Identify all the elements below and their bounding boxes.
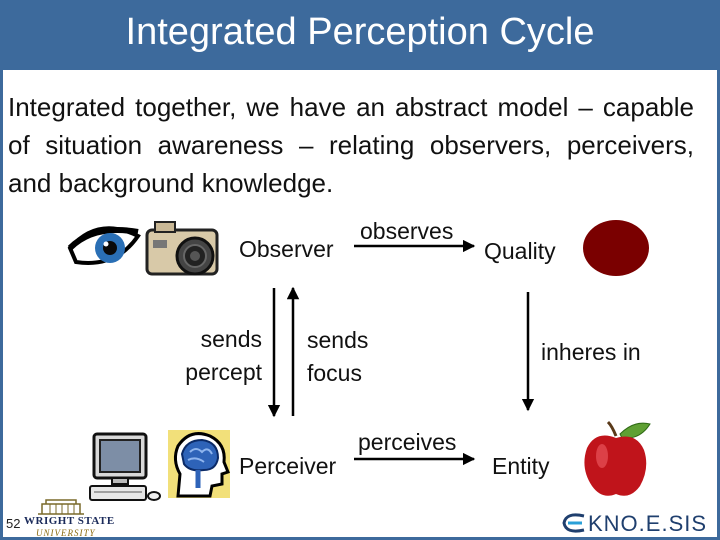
edge-sends-percept-line1: sends [200,326,262,352]
university-building-icon [38,499,84,515]
body-paragraph: Integrated together, we have an abstract… [8,92,694,198]
knoesis-logo-text: KNO.E.SIS [588,511,708,536]
eye-icon [67,226,141,265]
node-observer: Observer [239,236,334,262]
university-name-line1: WRIGHT STATE [24,515,115,527]
slide-number: 52 [6,516,21,531]
edge-sends-percept-line2: percept [185,359,262,385]
node-perceiver: Perceiver [239,453,337,479]
edge-sends-focus-line1: sends [307,327,369,353]
edge-perceives-label: perceives [358,429,457,455]
apple-icon [584,420,651,496]
computer-icon [89,432,161,501]
edge-observes-label: observes [360,218,454,244]
title-bar [0,0,720,70]
slide-title: Integrated Perception Cycle [125,11,595,53]
node-quality: Quality [484,238,556,264]
knoesis-logo-icon [562,513,585,533]
red-circle-icon [583,220,649,276]
brain-head-icon [168,430,230,498]
node-entity: Entity [492,453,550,479]
university-name-line2: UNIVERSITY [36,528,96,538]
camera-icon [145,221,219,276]
edge-sends-focus-line2: focus [307,360,362,386]
edge-inheres-in-label: inheres in [541,339,641,365]
